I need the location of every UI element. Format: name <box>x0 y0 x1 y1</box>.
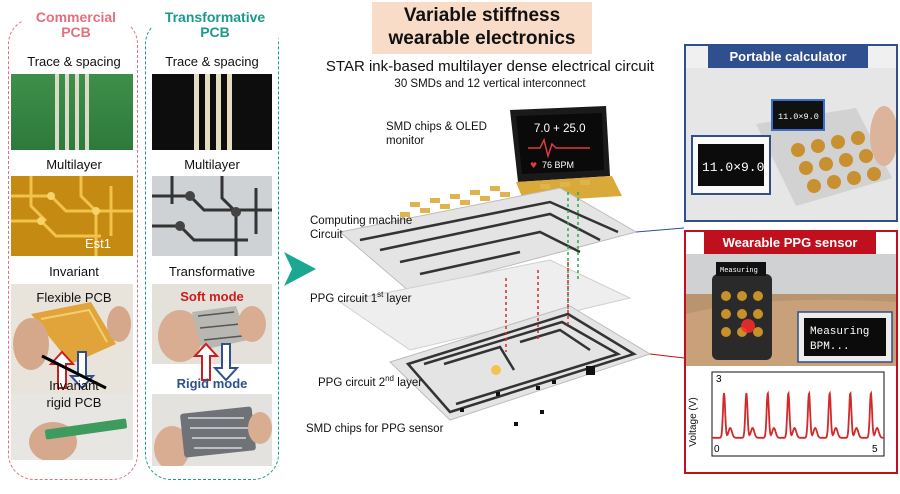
ppg-smd-chips <box>460 380 556 426</box>
calculator-display-small: 11.0×9.0 <box>778 112 819 122</box>
est-text: Est1 <box>85 236 111 251</box>
transformative-multilayer-photo <box>152 176 272 256</box>
computing-traces <box>359 200 619 276</box>
ppg-screen-line2: BPM... <box>810 341 850 353</box>
label-computing: Computing machine Circuit <box>310 215 413 241</box>
commercial-invariant-label: Invariant <box>49 264 99 279</box>
header-line2: wearable electronics <box>388 28 576 49</box>
label-smd-oled: SMD chips & OLED monitor <box>386 121 487 147</box>
transformative-rigid-image <box>154 406 272 466</box>
oled-monitor: 7.0 + 25.0 ♥ 76 BPM <box>510 106 622 202</box>
header-line1: Variable stiffness <box>403 5 561 26</box>
transformative-trace-lines <box>194 74 232 150</box>
soft-mode-label: Soft mode <box>180 289 244 304</box>
ppg-layer-1 <box>338 259 632 351</box>
y-axis-label: Voltage (V) <box>688 397 699 446</box>
commercial-flexible-label: Flexible PCB <box>36 290 112 305</box>
transformative-transformative-label: Transformative <box>168 264 256 279</box>
transformative-multilayer-label: Multilayer <box>184 157 240 172</box>
transformative-soft-image <box>158 306 266 362</box>
x-min-label: 0 <box>714 444 720 455</box>
smd-chips-layer <box>400 180 590 217</box>
up-arrow-icon <box>192 342 220 381</box>
transformative-rigid-photo <box>152 394 272 466</box>
ppg-signal-line <box>712 390 884 439</box>
commercial-multilayer-photo: Est1 <box>11 176 133 256</box>
heart-icon: ♥ <box>530 161 537 170</box>
center-subsubtitle: 30 SMDs and 12 vertical interconnect <box>394 78 586 90</box>
commercial-rigid-image <box>29 418 128 460</box>
commercial-trace-lines <box>55 74 89 150</box>
exploded-layers-diagram: 7.0 + 25.0 ♥ 76 BPM <box>338 106 685 426</box>
label-ppg2: PPG circuit 2nd layer <box>318 374 423 389</box>
ppg2-traces <box>405 312 638 414</box>
calculator-display-big: 11.0×9.0 <box>702 160 764 175</box>
transition-arrow-icon <box>284 252 316 286</box>
label-smd-ppg: SMD chips for PPG sensor <box>306 423 444 435</box>
transformative-arrows <box>192 342 240 382</box>
commercial-multilayer-traces: Est1 <box>11 176 133 256</box>
transformative-trace-label: Trace & spacing <box>165 54 259 69</box>
transformative-trace-photo <box>152 74 272 150</box>
calculator-title: Portable calculator <box>708 46 868 68</box>
calculator-photo: 11.0×9.0 11.0×9.0 <box>686 68 896 220</box>
commercial-rigid-photo <box>11 394 133 460</box>
commercial-trace-photo <box>11 74 133 150</box>
y-max-label: 3 <box>716 374 722 385</box>
transformative-title: Transformative PCB <box>152 10 278 40</box>
ppg-screen-line1: Measuring <box>810 326 869 338</box>
transformative-multilayer-traces <box>152 176 272 256</box>
center-subtitle: STAR ink-based multilayer dense electric… <box>325 58 655 75</box>
ppg-title: Wearable PPG sensor <box>704 232 876 254</box>
x-max-label: 5 <box>872 444 878 455</box>
plot-frame <box>711 371 885 457</box>
ppg-leader-line <box>649 353 685 359</box>
ppg-chip-large <box>586 366 595 375</box>
label-ppg1: PPG circuit 1st layer <box>310 290 412 305</box>
center-header: Variable stiffness wearable electronics <box>372 2 592 54</box>
commercial-trace-label: Trace & spacing <box>27 54 121 69</box>
rigid-mode-label: Rigid mode <box>176 376 248 391</box>
commercial-arrows <box>41 350 107 390</box>
oled-bpm: 76 BPM <box>542 160 574 170</box>
vertical-interconnects <box>505 192 579 352</box>
ppg-led <box>491 365 501 375</box>
down-arrow-icon <box>212 343 240 382</box>
calc-leader-line <box>635 227 685 233</box>
commercial-rigid-label: rigid PCB <box>46 395 102 410</box>
watch-screen-text: Measuring <box>720 267 758 275</box>
commercial-title: Commercial PCB <box>22 10 130 40</box>
oled-pulse-line <box>528 137 590 159</box>
commercial-flexible-image <box>13 302 131 370</box>
ppg-signal-chart: Voltage (V) 3 0 5 <box>688 371 885 457</box>
commercial-multilayer-label: Multilayer <box>46 157 102 172</box>
calculator-box: Portable calculator 11.0×9.0 11.0×9.0 <box>684 44 898 222</box>
strike-line <box>41 354 107 390</box>
ppg-photo: Measuring Measuring BPM... <box>686 254 896 366</box>
oled-expression: 7.0 + 25.0 <box>534 123 585 135</box>
ppg-box: Wearable PPG sensor Measuring Measuring … <box>684 230 898 474</box>
commercial-invariant2-label: Invariant <box>49 378 99 393</box>
